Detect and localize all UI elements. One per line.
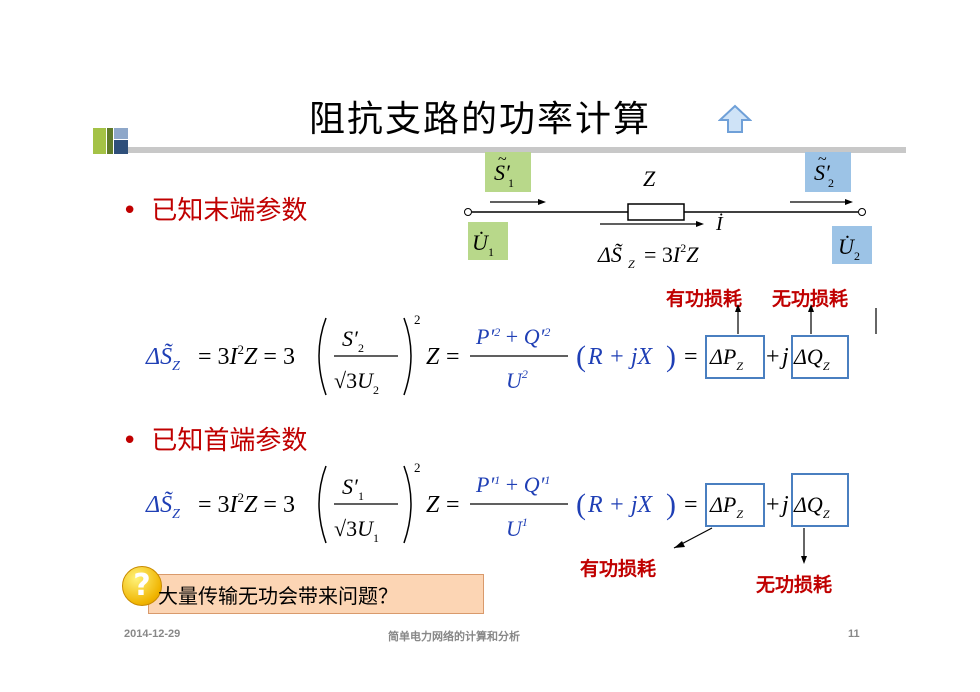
question-text: 大量传输无功会带来问题？ (158, 584, 398, 608)
svg-text:√3U1: √3U1 (334, 516, 379, 545)
svg-text:İ: İ (715, 212, 724, 235)
question-icon: ? (122, 566, 162, 606)
svg-text:+: + (766, 344, 780, 370)
footer-page-number: 11 (848, 628, 860, 640)
home-arrow-icon[interactable] (718, 104, 752, 134)
corner-squares-icon (93, 128, 906, 154)
svg-text:ΔQZ: ΔQZ (793, 492, 830, 521)
reactive-loss-box-1 (791, 335, 849, 379)
svg-text:√3U2: √3U2 (334, 368, 379, 397)
formula-start-params: ΔS̃Z = 3I2Z = 3 S′ 1 √3U1 2 Z = P′1 + Q′… (145, 460, 849, 564)
svg-text:S′: S′ (494, 160, 511, 185)
formula-end-params: ΔS̃Z = 3I2Z = 3 S′ 2 √3U2 2 Z = P′2 + Q′… (145, 304, 877, 397)
svg-text:R + jX: R + jX (587, 344, 654, 370)
svg-text:Z: Z (426, 344, 440, 370)
svg-text:ΔS̃Z: ΔS̃Z (145, 491, 180, 522)
svg-text:2: 2 (358, 341, 364, 355)
bullet-end-params: •已知末端参数 (122, 196, 308, 226)
svg-text:2: 2 (414, 312, 421, 327)
u2-tag (832, 226, 872, 264)
svg-text:1: 1 (358, 489, 364, 503)
svg-text:P′1 + Q′1: P′1 + Q′1 (475, 472, 550, 497)
svg-text:ΔPZ: ΔPZ (709, 344, 743, 373)
bullet-text: 已知末端参数 (151, 196, 308, 226)
active-loss-box-1 (705, 335, 765, 379)
bullet-start-params: •已知首端参数 (122, 426, 308, 456)
svg-text:U̇: U̇ (838, 234, 856, 259)
circuit-diagram: S′ 1 ~ S′ 2 ~ Z İ U̇ 1 U̇ 2 ΔS̃ Z = 3I2Z (464, 151, 872, 271)
svg-text:S′: S′ (342, 326, 359, 351)
question-box (148, 574, 484, 614)
svg-text:S′: S′ (814, 160, 831, 185)
svg-text:ΔS̃Z: ΔS̃Z (145, 343, 180, 374)
svg-text:ΔQZ: ΔQZ (793, 344, 830, 373)
svg-text:2: 2 (854, 249, 860, 263)
svg-text:= 3I2Z: = 3I2Z (644, 241, 699, 267)
svg-text:= 3I2Z = 3: = 3I2Z = 3 (198, 342, 295, 370)
svg-text:=: = (684, 344, 698, 370)
active-loss-label-1: 有功损耗 (666, 288, 743, 310)
s2-tag (805, 152, 851, 192)
svg-text:(: ( (576, 340, 586, 373)
svg-text:): ) (666, 488, 676, 521)
svg-text:= 3I2Z = 3: = 3I2Z = 3 (198, 490, 295, 518)
svg-text:+: + (766, 492, 780, 518)
svg-text:2: 2 (828, 176, 834, 190)
svg-text:U2: U2 (506, 367, 528, 393)
svg-text:ΔPZ: ΔPZ (709, 492, 743, 521)
u1-tag (468, 222, 508, 260)
svg-text:~: ~ (498, 151, 507, 168)
svg-text:S′: S′ (342, 474, 359, 499)
svg-text:=: = (446, 344, 460, 370)
svg-text:ΔS̃: ΔS̃ (597, 242, 623, 267)
page-title: 阻抗支路的功率计算 (308, 99, 651, 140)
svg-text:j: j (779, 344, 789, 370)
svg-text:(: ( (576, 488, 586, 521)
svg-text:P′2 + Q′2: P′2 + Q′2 (475, 324, 550, 349)
reactive-loss-box-2 (791, 473, 849, 527)
footer-date: 2014-12-29 (124, 628, 181, 640)
s1-tag (485, 152, 531, 192)
svg-text:): ) (666, 340, 676, 373)
svg-text:U̇: U̇ (472, 230, 490, 255)
reactive-loss-label-1: 无功损耗 (772, 288, 849, 310)
svg-text:j: j (779, 492, 789, 518)
svg-text:2: 2 (414, 460, 421, 475)
svg-text:U1: U1 (506, 515, 528, 541)
svg-text:=: = (446, 492, 460, 518)
svg-text:1: 1 (508, 176, 514, 190)
svg-text:R + jX: R + jX (587, 492, 654, 518)
svg-text:=: = (684, 492, 698, 518)
active-loss-box-2 (705, 483, 765, 527)
bullet-text: 已知首端参数 (151, 426, 308, 456)
footer-title: 简单电力网络的计算和分析 (388, 630, 520, 643)
svg-text:~: ~ (818, 151, 827, 168)
svg-text:Z: Z (643, 166, 656, 191)
svg-text:Z: Z (426, 492, 440, 518)
svg-text:Z: Z (628, 257, 635, 271)
reactive-loss-label-2: 无功损耗 (756, 574, 833, 596)
active-loss-label-2: 有功损耗 (580, 558, 657, 580)
svg-text:1: 1 (488, 245, 494, 259)
